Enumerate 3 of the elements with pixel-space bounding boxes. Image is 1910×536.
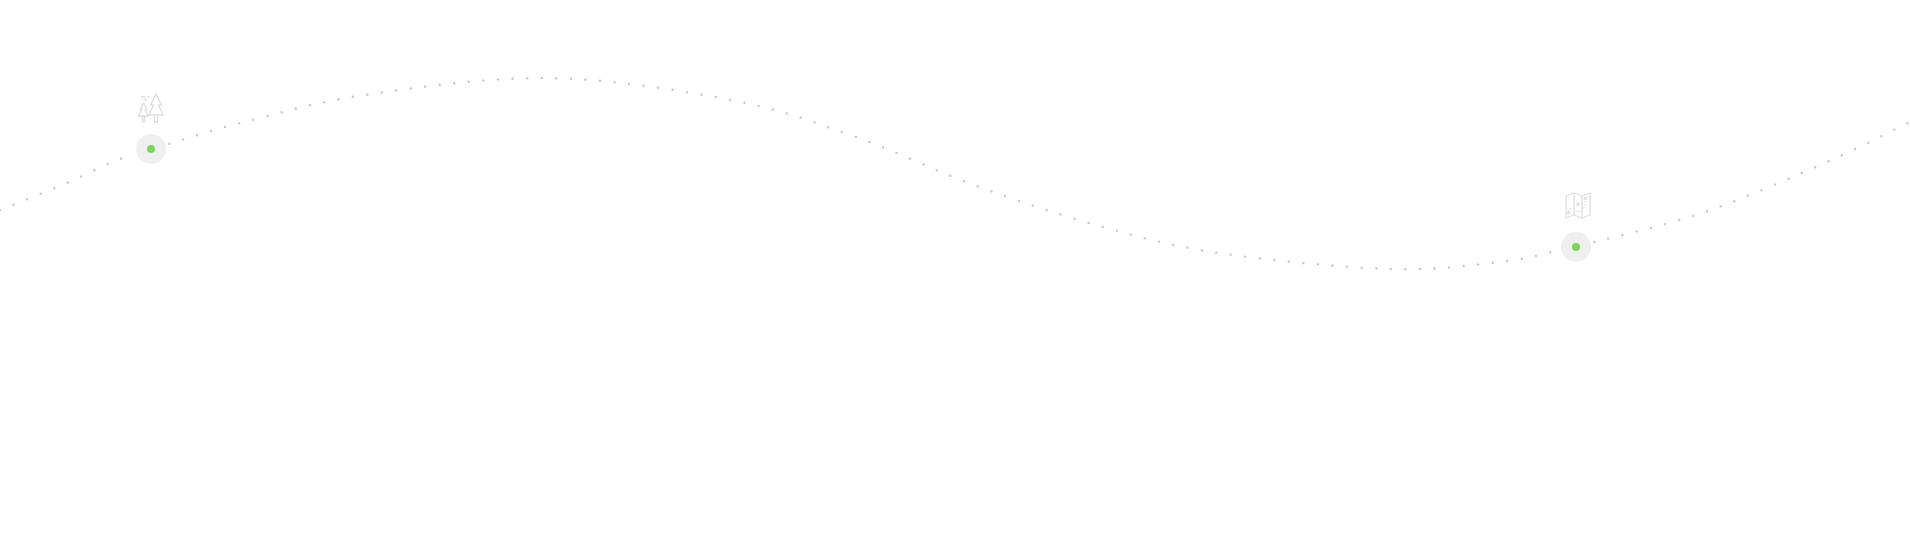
marker-disc — [136, 134, 166, 164]
marker-disc — [1561, 232, 1591, 262]
dotted-line — [1593, 120, 1910, 244]
